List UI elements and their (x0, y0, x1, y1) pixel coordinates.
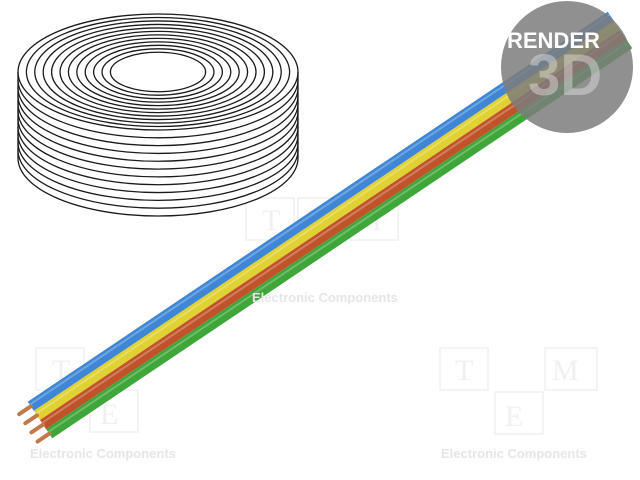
coil-side-ring (17, 157, 299, 217)
coil-side-ring (17, 95, 299, 155)
coil-top-ring (25, 16, 291, 128)
coil-top-ring (67, 34, 249, 110)
coil-side-ring (17, 134, 299, 194)
svg-text:M: M (552, 354, 579, 387)
coil-top-ring (109, 51, 207, 93)
coil-top-ring (92, 44, 224, 100)
coil-top-ring (84, 41, 232, 103)
copper-conductor (23, 413, 39, 426)
svg-text:E: E (100, 398, 118, 431)
tme-watermark-right: T M E (439, 347, 598, 435)
badge-3d-text: 3D (528, 43, 603, 108)
coil-side-ring (17, 87, 299, 147)
coil-side-ring (17, 118, 299, 178)
coil-top-ring (50, 27, 266, 117)
coil-side-ring (17, 126, 299, 186)
coil-side-ring (17, 103, 299, 162)
render-3d-badge (501, 1, 633, 133)
coil-top-ring (59, 30, 257, 114)
svg-text:E: E (505, 400, 523, 433)
coil-top-ring (101, 48, 215, 96)
coil-side-ring (17, 142, 299, 201)
watermark-caption-center: Electronic Components (252, 290, 398, 305)
copper-conductor (29, 422, 46, 435)
svg-text:T: T (262, 204, 280, 237)
watermark-caption-left: Electronic Components (30, 446, 176, 461)
coil-top-ring (76, 37, 240, 107)
svg-text:T: T (455, 354, 473, 387)
copper-conductor (17, 404, 33, 417)
coil-side-ring (17, 79, 299, 139)
coil-side-ring (17, 111, 299, 170)
cable-coil (17, 13, 299, 217)
watermark-caption-right: Electronic Components (441, 446, 587, 461)
copper-conductor (35, 431, 52, 444)
coil-top-ring (34, 20, 282, 124)
coil-top-ring (42, 23, 274, 121)
badge-render-text: RENDER (507, 28, 600, 53)
coil-side-ring (17, 150, 299, 209)
